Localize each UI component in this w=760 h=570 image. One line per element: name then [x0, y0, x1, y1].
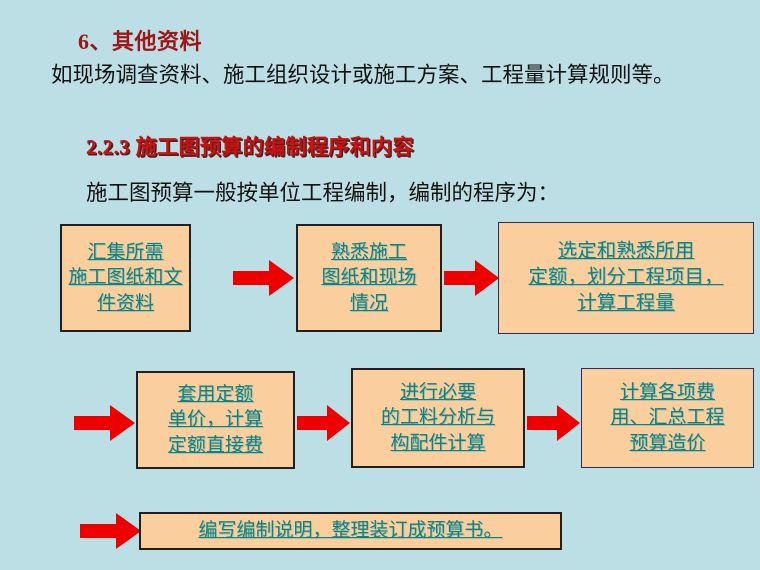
arrow-r1-1 — [233, 258, 295, 298]
box-write-instructions: 编写编制说明，整理装订成预算书。 — [139, 512, 562, 550]
section-heading-223: 2.2.3 施工图预算的编制程序和内容 — [86, 135, 414, 159]
box-collect-materials: 汇集所需 施工图纸和文 件资料 — [60, 224, 191, 332]
arrow-r2-0 — [74, 403, 136, 443]
arrow-r2-2 — [527, 403, 581, 443]
box-apply-quota-price: 套用定额 单价，计算 定额直接费 — [136, 371, 295, 469]
box-familiarize-drawings: 熟悉施工 图纸和现场 情况 — [296, 224, 442, 332]
box-calculate-fees-label: 计算各项费 用、汇总工程 预算造价 — [610, 382, 725, 454]
box-collect-materials-label: 汇集所需 施工图纸和文 件资料 — [68, 242, 183, 314]
box-apply-quota-price-label: 套用定额 单价，计算 定额直接费 — [167, 384, 263, 456]
paragraph-other-materials: 如现场调查资料、施工组织设计或施工方案、工程量计算规则等。 — [51, 63, 675, 87]
arrow-r2-1 — [297, 403, 351, 443]
box-familiarize-drawings-label: 熟悉施工 图纸和现场 情况 — [321, 242, 417, 314]
box-calculate-fees: 计算各项费 用、汇总工程 预算造价 — [581, 368, 754, 468]
box-write-instructions-label: 编写编制说明，整理装订成预算书。 — [198, 520, 503, 542]
heading-other-materials: 6、其他资料 — [78, 29, 203, 54]
box-material-analysis: 进行必要 的工料分析与 构配件计算 — [351, 368, 525, 468]
arrow-r3-0 — [80, 512, 142, 550]
intro-line-procedure: 施工图预算一般按单位工程编制，编制的程序为： — [86, 181, 560, 205]
box-select-quota-label: 选定和熟悉所用 定额，划分工程项目， 计算工程量 — [528, 241, 724, 314]
arrow-r1-2 — [444, 258, 500, 298]
box-material-analysis-label: 进行必要 的工料分析与 构配件计算 — [380, 382, 495, 454]
box-select-quota: 选定和熟悉所用 定额，划分工程项目， 计算工程量 — [498, 222, 754, 334]
